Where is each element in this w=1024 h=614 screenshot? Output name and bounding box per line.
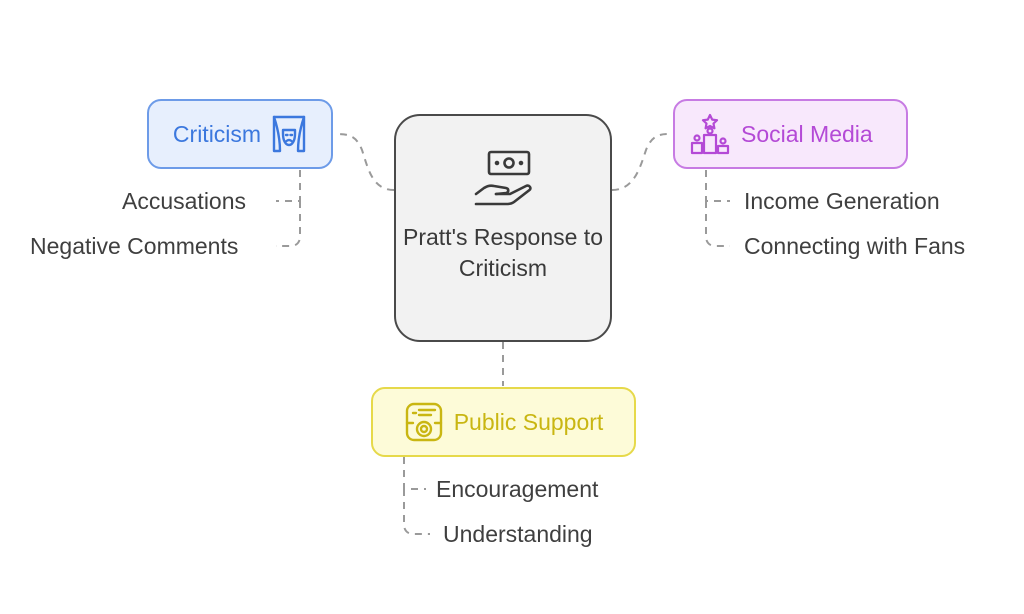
- radio-device-icon: [404, 401, 444, 443]
- branch-social-media[interactable]: Social Media: [673, 99, 908, 169]
- center-title: Pratt's Response to Criticism: [403, 224, 603, 281]
- connector-understanding: [403, 489, 430, 535]
- criticism-label: Criticism: [172, 120, 262, 147]
- leaf-income-generation: Income Generation: [744, 188, 940, 214]
- connector-social-media: [611, 133, 671, 191]
- hand-holding-money-icon: [474, 150, 534, 208]
- theater-curtain-icon: [271, 114, 307, 154]
- leaf-understanding: Understanding: [443, 521, 593, 547]
- connector-criticism: [335, 133, 395, 191]
- branch-public-support[interactable]: Public Support: [371, 387, 636, 457]
- connector-accusations: [276, 170, 301, 202]
- center-node[interactable]: Pratt's Response to Criticism: [394, 114, 612, 342]
- leaf-accusations: Accusations: [122, 188, 247, 214]
- connector-encouragement: [403, 457, 426, 490]
- leaf-connecting-with-fans: Connecting with Fans: [744, 233, 966, 259]
- podium-star-people-icon: [689, 113, 731, 155]
- connector-negative-comments: [276, 201, 301, 247]
- connector-connecting-fans: [705, 201, 730, 247]
- leaf-encouragement: Encouragement: [436, 476, 599, 502]
- branch-criticism[interactable]: Criticism: [147, 99, 333, 169]
- social-media-label: Social Media: [741, 120, 873, 147]
- connector-income-generation: [705, 170, 730, 202]
- public-support-label: Public Support: [453, 408, 604, 435]
- leaf-negative-comments: Negative Comments: [30, 233, 239, 259]
